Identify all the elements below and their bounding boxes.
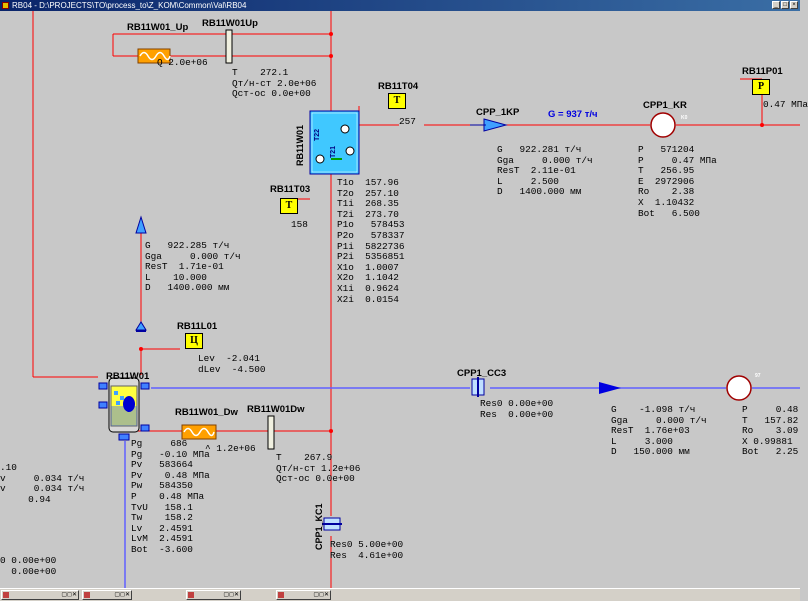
readout-kr-block: P 571204 P 0.47 МПа T 256.95 E 2972906 R… — [638, 144, 717, 219]
label-cpp-1kp: CPP_1KP — [476, 107, 520, 118]
readout-left-cut: .10 v 0.034 т/ч v 0.034 т/ч 0.94 — [0, 462, 85, 505]
readout-flow-right: G -1.098 т/ч Gga 0.000 т/ч ResT 1.76e+03… — [611, 404, 707, 458]
label-rb11p01: RB11P01 — [742, 66, 783, 77]
wall-rb11w01dw[interactable] — [267, 415, 275, 450]
label-cpp1-kc1: CPP1_KC1 — [314, 503, 324, 550]
minimized-window-2[interactable]: ▢◻✕ — [82, 590, 132, 600]
readout-level: Lev -2.041 dLev -4.500 — [198, 353, 266, 375]
sensor-t03[interactable]: T — [280, 198, 298, 214]
readout-dw-q: ^ 1.2e+06 — [205, 443, 256, 454]
label-rb11l01: RB11L01 — [177, 321, 218, 332]
node-cpp1-kr[interactable] — [650, 112, 676, 138]
minimized-window-4[interactable]: ▢◻✕ — [276, 590, 331, 600]
heater-coil-down[interactable] — [181, 424, 217, 440]
label-t22: T22 — [314, 128, 321, 141]
label-rb11w01dw: RB11W01Dw — [247, 404, 305, 415]
readout-t04: 257 — [399, 116, 416, 127]
window-controls: _ □ × — [772, 1, 798, 9]
app-icon — [2, 2, 9, 9]
minimized-window-3[interactable]: ▢◻✕ — [186, 590, 241, 600]
wall-rb11w01up[interactable] — [225, 29, 233, 64]
flow-arrow-up-left[interactable] — [135, 215, 147, 234]
readout-boiler-block: Pg 686 Pg -0.10 МПа Pv 583664 Pv 0.48 МП… — [131, 438, 210, 555]
readout-flow-kp: G 922.281 т/ч Gga 0.000 т/ч ResT 2.11e-0… — [497, 144, 593, 198]
mdi-taskbar: ▢◻✕ ▢◻✕ ▢◻✕ ▢◻✕ — [0, 588, 800, 601]
node-water-right[interactable] — [726, 375, 752, 401]
flow-arrow-water[interactable] — [599, 382, 621, 394]
readout-t03: 158 — [291, 219, 308, 230]
sensor-t04[interactable]: T — [388, 93, 406, 109]
level-tap-icon — [135, 321, 147, 331]
readout-cc3: Res0 0.00e+00 Res 0.00e+00 — [480, 398, 554, 420]
node-tag-97: 97 — [755, 373, 761, 379]
label-rb11t04: RB11T04 — [378, 81, 419, 92]
pipe-junctions — [139, 32, 764, 433]
label-rb11t03: RB11T03 — [270, 184, 311, 195]
label-rb11w01: RB11W01 — [106, 371, 150, 382]
minimized-window-1[interactable]: ▢◻✕ — [1, 590, 79, 600]
readout-kc1: Res0 5.00e+00 Res 4.61e+00 — [330, 539, 404, 561]
valve-cpp1-cc3[interactable] — [471, 377, 485, 397]
sensor-p01[interactable]: P — [752, 79, 770, 95]
label-cpp1-cc3: CPP1_CC3 — [457, 368, 507, 379]
label-rb11w01-up: RB11W01_Up — [127, 22, 189, 33]
label-t21: T21 — [330, 145, 337, 158]
process-diagram — [32, 11, 800, 588]
maximize-button[interactable]: □ — [781, 1, 789, 9]
minimize-button[interactable]: _ — [772, 1, 780, 9]
drum-rb11w01[interactable] — [98, 377, 150, 441]
window-titlebar: RB04 - D:\PROJECTS\TO\process_to\Z_KOM\C… — [0, 0, 800, 11]
readout-q-up: Q 2.0e+06 — [157, 57, 208, 68]
window-title: RB04 - D:\PROJECTS\TO\process_to\Z_KOM\C… — [12, 1, 247, 10]
label-rb11w01-dw: RB11W01_Dw — [175, 407, 238, 418]
valve-cpp1-kc1[interactable] — [322, 517, 342, 531]
label-cpp1-kr: CPP1_KR — [643, 100, 687, 111]
readout-right-node: P 0.48 T 157.82 Ro 3.09 X 0.99881 Bot 2.… — [742, 404, 799, 458]
label-hx-vertical: RB11W01 — [295, 124, 305, 166]
sensor-l01[interactable]: Ц — [185, 333, 203, 349]
readout-up-block: T 272.1 Qт/н-ст 2.0e+06 Qст-ос 0.0e+00 — [232, 67, 317, 100]
heat-exchanger-rb11w01[interactable] — [309, 110, 360, 175]
flow-rate-label: G = 937 т/ч — [548, 109, 598, 120]
readout-left-cut2: 0 0.00e+00 0.00e+00 — [0, 555, 57, 577]
readout-flow-left: G 922.285 т/ч Gga 0.000 т/ч ResT 1.71e-0… — [145, 240, 241, 294]
node-tag-k0: K0 — [681, 115, 688, 121]
readout-hx-block: T1o 157.96 T2o 257.10 T1i 268.35 T2i 273… — [337, 177, 405, 305]
label-rb11w01up: RB11W01Up — [202, 18, 258, 29]
flow-arrow-kp[interactable] — [483, 118, 508, 132]
readout-p01: 0.47 МПа — [763, 99, 808, 110]
close-button[interactable]: × — [790, 1, 798, 9]
heater-coil-up[interactable] — [137, 48, 171, 64]
readout-dw-block: T 267.9 Qт/н-ст 1.2e+06 Qст-ос 0.0e+00 — [276, 452, 361, 485]
